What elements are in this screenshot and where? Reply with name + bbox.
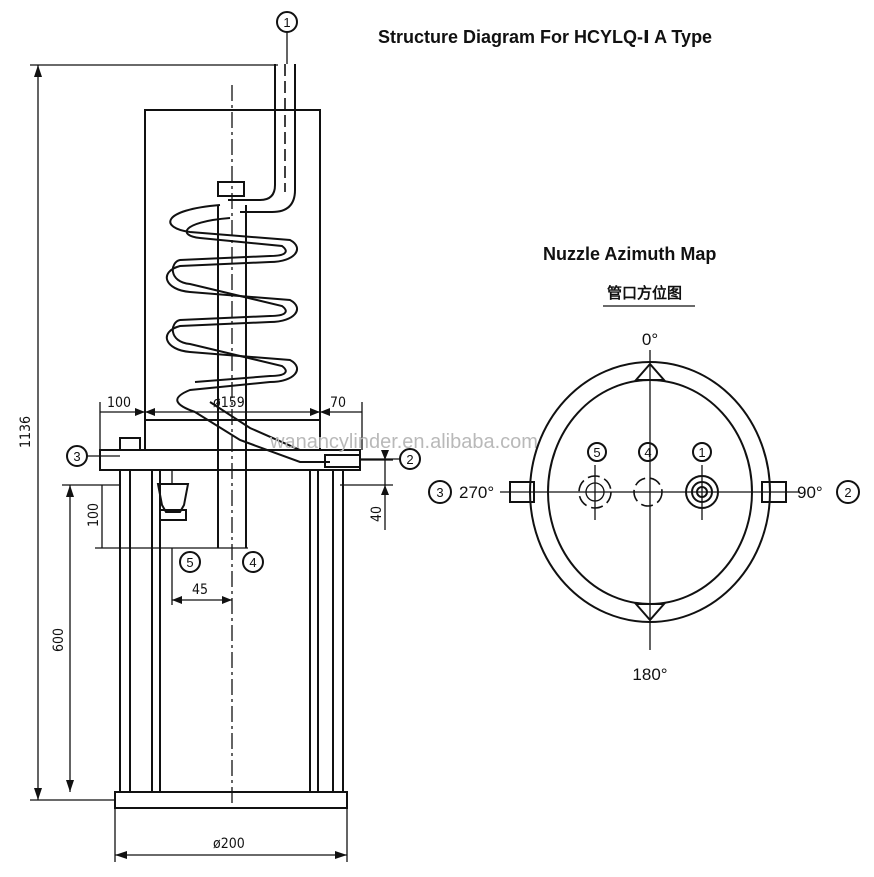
azimuth-label-1: 1 — [698, 445, 705, 460]
nozzle-1-pipe — [228, 64, 276, 201]
azimuth-marker-2: 2 — [844, 485, 851, 500]
heating-coil — [165, 204, 298, 413]
dim-overall-height: 1136 — [18, 416, 34, 448]
dim-nozzle-offset: 45 — [192, 582, 208, 598]
marker-nozzle-4-bottom: 4 — [249, 555, 256, 570]
angle-left: 270° — [459, 483, 494, 502]
azimuth-map: 5 4 1 0° 180° 270° 90° 3 2 — [428, 330, 860, 684]
azimuth-title-cn: 管口方位图 — [607, 284, 682, 302]
azimuth-marker-3: 3 — [436, 485, 443, 500]
azimuth-label-4: 4 — [644, 445, 651, 460]
dim-left-overhang: 100 — [107, 395, 131, 411]
azimuth-label-5: 5 — [593, 445, 600, 460]
nozzle-5-fitting — [156, 483, 190, 513]
leg-left — [119, 469, 131, 793]
leg-right — [332, 469, 344, 793]
watermark: wanancylinder.en.alibaba.com — [269, 431, 538, 453]
dim-leg-height: 600 — [51, 628, 67, 652]
dim-base-diameter: ø200 — [213, 836, 245, 852]
azimuth-nozzle-4 — [633, 477, 663, 507]
dimension-lines: 1136 600 100 40 100 ø159 70 45 — [18, 64, 393, 862]
base-plate — [114, 791, 348, 809]
marker-nozzle-5-bottom: 5 — [186, 555, 193, 570]
marker-nozzle-1-top: 1 — [283, 15, 290, 30]
vessel-body — [144, 109, 321, 421]
dim-flange-thickness: 40 — [369, 506, 385, 522]
dim-body-diameter: ø159 — [213, 395, 245, 411]
azimuth-title: Nuzzle Azimuth Map — [543, 244, 716, 264]
angle-top: 0° — [642, 330, 658, 349]
azimuth-nozzle-2 — [761, 481, 787, 503]
flange-plate — [99, 449, 361, 471]
elevation-nozzle-markers: 1 3 2 5 4 — [66, 11, 421, 573]
azimuth-nozzle-3 — [509, 481, 535, 503]
angle-bottom: 180° — [632, 665, 667, 684]
marker-nozzle-2-right: 2 — [406, 452, 413, 467]
dim-right-overhang: 70 — [330, 395, 346, 411]
marker-nozzle-3-left: 3 — [73, 449, 80, 464]
diagram-title: Structure Diagram For HCYLQ-Ⅰ A Type — [378, 27, 712, 47]
dim-nozzle-height: 100 — [86, 503, 102, 527]
angle-right: 90° — [797, 483, 823, 502]
